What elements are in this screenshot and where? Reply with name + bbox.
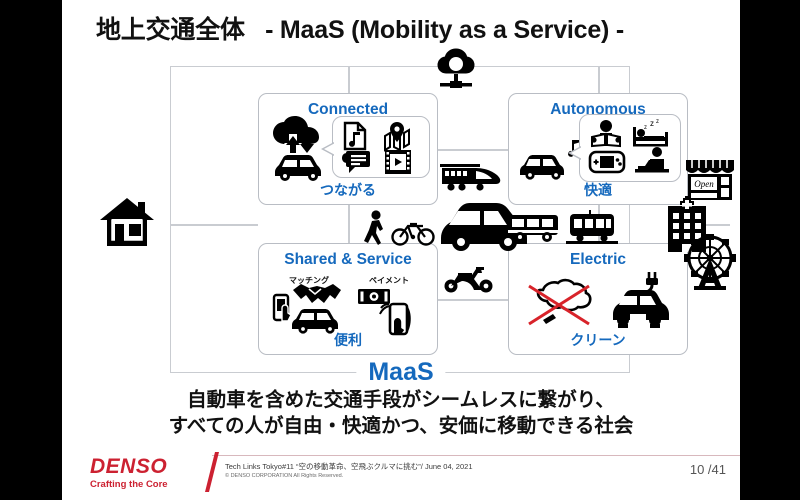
bus-icon [506, 212, 562, 244]
car-icon [517, 152, 571, 180]
house-icon [98, 196, 156, 248]
denso-logo: DENSO Crafting the Core [90, 456, 200, 490]
maas-diagram: Connected [62, 48, 740, 385]
connector-top-left [348, 66, 350, 93]
quadrant-electric-footer: クリーン [570, 332, 626, 348]
denso-slash-divider [205, 452, 219, 492]
svg-text:z: z [650, 119, 654, 128]
quadrant-autonomous-title: Autonomous [550, 101, 646, 118]
quadrant-autonomous-footer: 快適 [584, 182, 612, 198]
no-exhaust-icon [525, 278, 597, 328]
footer-event-line: Tech Links Tokyo#11 “空の移動革命、空飛ぶクルマに挑む”/ … [225, 462, 473, 471]
footer-text: Tech Links Tokyo#11 “空の移動革命、空飛ぶクルマに挑む”/ … [225, 462, 655, 480]
handshake-icon [291, 280, 343, 308]
bicycle-icon [391, 218, 435, 246]
quadrant-shared-footer: 便利 [334, 332, 362, 348]
caption-line-1: 自動車を含めた交通手段がシームレスに繋がり、 [187, 389, 615, 411]
connector-mid-lower [438, 299, 508, 301]
video-film-icon [385, 149, 411, 175]
footer-copyright-line: © DENSO CORPORATION All Rights Reserved. [225, 472, 344, 479]
car-icon [289, 306, 345, 334]
slide-caption: 自動車を含めた交通手段がシームレスに繋がり、 すべての人が自由・快適かつ、安価に… [62, 388, 740, 439]
slide-canvas: 地上交通全体 - MaaS (Mobility as a Service) - [62, 0, 740, 500]
shop-open-icon: Open [684, 156, 736, 202]
shared-sub-label-payment: ペイメント [369, 276, 409, 285]
sleeping-person-icon: z z z [632, 118, 670, 148]
quadrant-electric[interactable]: Electric [508, 243, 688, 355]
reading-person-icon [591, 119, 621, 148]
smartphone-tap-icon [272, 293, 292, 322]
autonomous-bubble-tail-fill [571, 146, 584, 160]
music-file-icon [343, 121, 367, 151]
car-icon [271, 152, 329, 182]
handheld-game-icon [588, 150, 626, 174]
quadrant-autonomous[interactable]: Autonomous [508, 93, 688, 205]
minivan-icon [436, 202, 532, 254]
quadrant-connected-title: Connected [307, 101, 389, 118]
svg-text:Open: Open [694, 179, 714, 189]
connector-mid-upper [438, 149, 508, 151]
connected-media-bubble [332, 116, 430, 178]
caption-line-2: すべての人が自由・快適かつ、安価に移動できる社会 [168, 414, 634, 437]
quadrant-shared-title: Shared & Service [284, 251, 412, 268]
page-title-jp: 地上交通全体 [96, 16, 245, 44]
smartphone-pay-icon [377, 298, 417, 338]
svg-text:z: z [656, 119, 659, 125]
cloud-sync-icon [269, 116, 335, 162]
tram-icon [566, 210, 618, 246]
connector-city-line [688, 224, 730, 226]
connector-top-right [598, 66, 600, 93]
quadrant-electric-title: Electric [569, 251, 626, 268]
scooter-icon [440, 262, 498, 294]
hospital-icon [662, 196, 712, 254]
denso-tagline: Crafting the Core [90, 479, 168, 490]
connector-left-vertical [348, 205, 350, 243]
ferris-wheel-icon [684, 234, 736, 290]
shared-sub-label-matching: マッチング [289, 276, 329, 285]
cloud-network-icon [428, 48, 484, 96]
banknote-icon [357, 286, 391, 306]
denso-wordmark: DENSO [90, 455, 168, 478]
map-pin-icon [383, 122, 411, 152]
laptop-person-icon [633, 146, 671, 176]
quadrant-connected[interactable]: Connected [258, 93, 438, 205]
page-number: 10 /41 [689, 462, 726, 477]
quadrant-connected-footer: つながる [320, 182, 376, 198]
pedestrian-icon [362, 210, 388, 245]
shinkansen-icon [440, 162, 502, 192]
chat-bubble-icon [341, 150, 371, 174]
footer-divider [212, 455, 740, 456]
connector-house-line [170, 224, 258, 226]
connected-bubble-tail-fill [324, 142, 337, 156]
maas-center-label: MaaS [356, 360, 446, 385]
page-title-en: - MaaS (Mobility as a Service) - [265, 16, 625, 44]
svg-text:z: z [644, 125, 647, 131]
quadrant-shared-service[interactable]: Shared & Service マッチング ペイメント [258, 243, 438, 355]
ev-plug-car-icon [605, 270, 673, 332]
page-title: 地上交通全体 - MaaS (Mobility as a Service) - [96, 10, 726, 48]
